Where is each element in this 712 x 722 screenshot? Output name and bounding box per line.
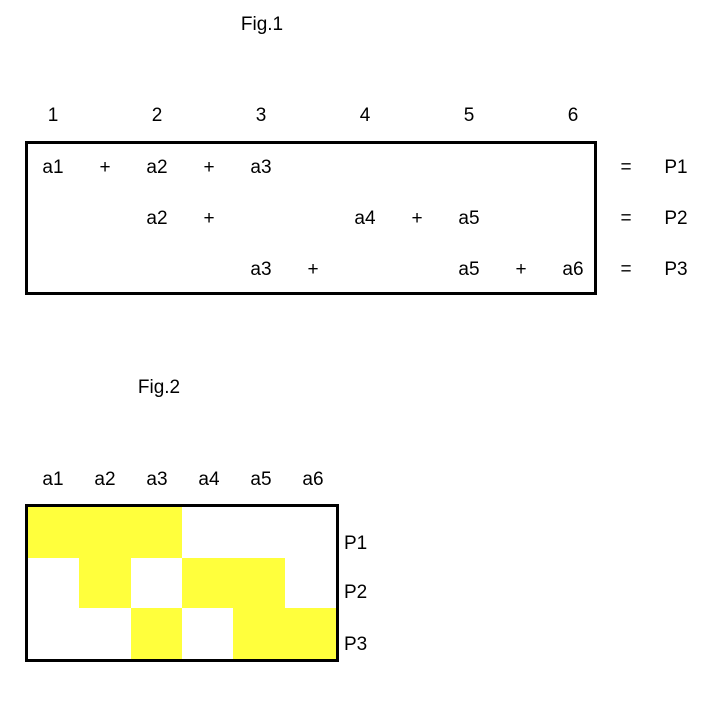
plus-sign: + xyxy=(411,208,423,229)
plus-sign: + xyxy=(515,259,527,280)
grid-cell-p2-a4 xyxy=(181,557,234,609)
grid-cell-p1-a2 xyxy=(79,507,131,558)
fig1-column-header-6: 6 xyxy=(567,105,579,126)
fig2-incidence-grid xyxy=(25,504,339,662)
term-a3: a3 xyxy=(250,259,272,280)
term-a5: a5 xyxy=(458,259,480,280)
term-a3: a3 xyxy=(250,157,272,178)
fig1-column-header-1: 1 xyxy=(47,105,59,126)
grid-cell-p3-a5 xyxy=(233,608,285,659)
result-p3: P3 xyxy=(664,259,688,280)
grid-cell-p3-a3 xyxy=(130,608,182,659)
grid-cell-p1-a3 xyxy=(130,507,182,558)
fig1-column-header-5: 5 xyxy=(463,105,475,126)
plus-sign: + xyxy=(99,157,111,178)
grid-cell-p2-a2 xyxy=(79,557,131,609)
grid-cell-p2-a5 xyxy=(233,557,285,609)
plus-sign: + xyxy=(203,157,215,178)
term-a6: a6 xyxy=(562,259,584,280)
grid-cell-p1-a5 xyxy=(233,507,285,558)
plus-sign: + xyxy=(203,208,215,229)
fig1-column-header-3: 3 xyxy=(255,105,267,126)
grid-cell-p3-a1 xyxy=(28,608,80,659)
fig2-column-header-a4: a4 xyxy=(198,469,220,490)
term-a1: a1 xyxy=(42,157,64,178)
grid-cell-p1-a6 xyxy=(284,507,336,558)
fig1-title: Fig.1 xyxy=(240,14,284,35)
fig2-row-label-p1: P1 xyxy=(344,533,368,554)
fig1-equation-box xyxy=(25,141,597,295)
fig2-row-label-p2: P2 xyxy=(344,582,368,603)
fig2-column-header-a5: a5 xyxy=(250,469,272,490)
equals-sign: = xyxy=(620,208,632,229)
fig2-row-label-p3: P3 xyxy=(344,634,368,655)
fig2-column-header-a3: a3 xyxy=(146,469,168,490)
fig2-column-header-a6: a6 xyxy=(302,469,324,490)
grid-cell-p3-a4 xyxy=(181,608,234,659)
result-p2: P2 xyxy=(664,208,688,229)
grid-cell-p3-a2 xyxy=(79,608,131,659)
grid-cell-p2-a1 xyxy=(28,557,80,609)
grid-cell-p2-a6 xyxy=(284,557,336,609)
result-p1: P1 xyxy=(664,157,688,178)
equals-sign: = xyxy=(620,259,632,280)
fig1-column-header-2: 2 xyxy=(151,105,163,126)
fig2-column-header-a2: a2 xyxy=(94,469,116,490)
fig1-column-header-4: 4 xyxy=(359,105,371,126)
grid-cell-p1-a1 xyxy=(28,507,80,558)
grid-cell-p2-a3 xyxy=(130,557,182,609)
term-a4: a4 xyxy=(354,208,376,229)
plus-sign: + xyxy=(307,259,319,280)
grid-cell-p3-a6 xyxy=(284,608,336,659)
term-a5: a5 xyxy=(458,208,480,229)
grid-cell-p1-a4 xyxy=(181,507,234,558)
fig2-title: Fig.2 xyxy=(137,377,181,398)
fig2-column-header-a1: a1 xyxy=(42,469,64,490)
term-a2: a2 xyxy=(146,157,168,178)
term-a2: a2 xyxy=(146,208,168,229)
equals-sign: = xyxy=(620,157,632,178)
